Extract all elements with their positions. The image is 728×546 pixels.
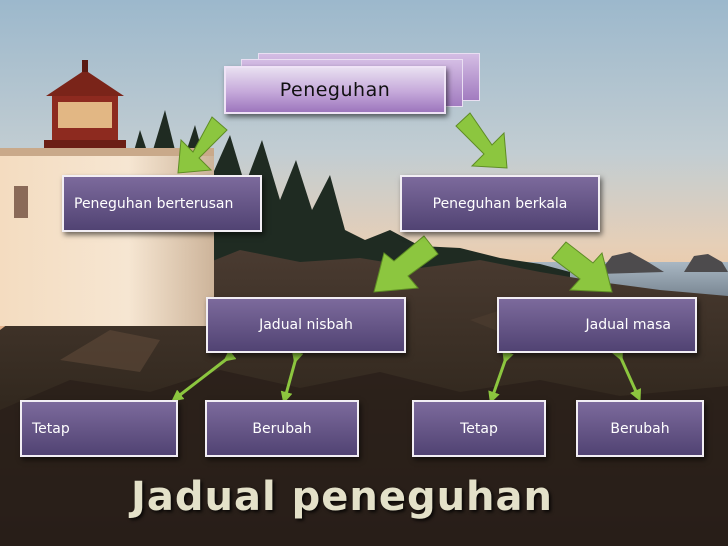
arrow-root-to-berkala <box>455 112 508 169</box>
node-peneguhan-berterusan: Peneguhan berterusan <box>62 175 262 232</box>
node-label: Tetap <box>460 420 498 437</box>
node-jadual-masa: Jadual masa <box>497 297 697 353</box>
node-label: Jadual masa <box>585 317 671 333</box>
node-label: Peneguhan berterusan <box>74 195 234 212</box>
root-node: Peneguhan <box>224 66 446 114</box>
node-tetap-nisbah: Tetap <box>20 400 178 457</box>
node-berubah-nisbah: Berubah <box>205 400 359 457</box>
node-label: Jadual nisbah <box>259 317 353 333</box>
root-label: Peneguhan <box>279 79 391 101</box>
node-berubah-masa: Berubah <box>576 400 704 457</box>
arrow-nisbah-to-berubah <box>280 350 304 404</box>
node-label: Berubah <box>252 420 312 437</box>
node-label: Tetap <box>32 420 70 437</box>
arrow-masa-to-berubah <box>612 348 642 402</box>
node-jadual-nisbah: Jadual nisbah <box>206 297 406 353</box>
slide-title: Jadual peneguhan <box>130 474 554 520</box>
arrow-root-to-berterusan <box>177 116 228 174</box>
arrow-nisbah-to-tetap <box>171 349 237 402</box>
node-tetap-masa: Tetap <box>412 400 546 457</box>
arrow-berkala-to-masa <box>551 241 613 293</box>
node-label: Peneguhan berkala <box>432 195 568 212</box>
node-peneguhan-berkala: Peneguhan berkala <box>400 175 600 232</box>
arrow-berkala-to-nisbah <box>373 235 439 293</box>
node-label: Berubah <box>610 420 670 437</box>
arrow-masa-to-tetap <box>488 350 514 404</box>
